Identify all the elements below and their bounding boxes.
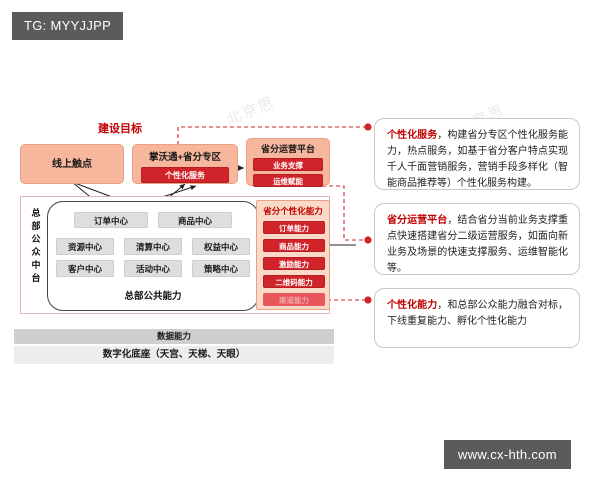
site-url-badge: www.cx-hth.com [444,440,571,469]
box-province-zone-label: 掌沃通+省分专区 [148,152,222,163]
cell-activity-center[interactable]: 活动中心 [124,260,182,277]
province-capability-panel: 省分个性化能力 订单能力 商品能力 激励能力 二维码能力 渠道能力 [256,200,330,310]
cell-resource-center[interactable]: 资源中心 [56,238,114,255]
tg-tag-badge: TG: MYYJJPP [12,12,124,40]
annotation-card-personalized-service: 个性化服务，构建省分专区个性化服务能力，热点服务，如基于省分客户特点实现千人千面… [374,118,580,190]
province-cell-product[interactable]: 商品能力 [263,239,325,252]
annotation-body: ，和总部公众能力融合对标，下线重复能力、孵化个性化能力 [387,300,569,327]
annotation-card-ops-platform: 省分运营平台，结合省分当前业务支撑重点快速搭建省分二级运营服务，如面向新业务及场… [374,203,580,275]
cell-rights-center[interactable]: 权益中心 [192,238,250,255]
province-cell-incentive[interactable]: 激励能力 [263,257,325,270]
box-ops-sub-business[interactable]: 业务支撑 [253,158,323,171]
band-data-capability: 数据能力 [14,329,334,344]
band-digital-base: 数字化底座（天宫、天梯、天眼） [14,346,334,364]
hq-caption: 总部公共能力 [124,291,182,302]
box-province-zone[interactable]: 掌沃通+省分专区 个性化服务 [132,144,238,184]
box-province-zone-sub[interactable]: 个性化服务 [141,167,229,183]
hq-capability-card: 订单中心 商品中心 资源中心 清算中心 权益中心 客户中心 活动中心 策略中心 … [47,201,259,311]
cell-strategy-center[interactable]: 策略中心 [192,260,250,277]
annotation-title: 省分运营平台 [387,215,448,226]
box-ops-sub-operations[interactable]: 运维赋能 [253,174,323,187]
annotation-title: 个性化能力 [387,300,438,311]
province-cell-channel[interactable]: 渠道能力 [263,293,325,306]
province-cell-qrcode[interactable]: 二维码能力 [263,275,325,288]
box-online-touchpoint[interactable]: 线上触点 [20,144,124,184]
cell-customer-center[interactable]: 客户中心 [56,260,114,277]
hq-side-label: 总部公众中台 [31,208,41,283]
cell-settlement-center[interactable]: 清算中心 [124,238,182,255]
architecture-block: 建设目标 线上触点 掌沃通+省分专区 个性化服务 省分运营平台 业务支撑 运维赋… [14,108,334,363]
box-ops-platform[interactable]: 省分运营平台 业务支撑 运维赋能 [246,138,330,187]
goal-label: 建设目标 [98,123,142,135]
annotation-body: ，结合省分当前业务支撑重点快速搭建省分二级运营服务，如面向新业务及场景的快速支撑… [387,215,569,274]
province-cell-order[interactable]: 订单能力 [263,221,325,234]
annotation-body: ，构建省分专区个性化服务能力，热点服务，如基于省分客户特点实现千人千面营销服务，… [387,130,569,189]
province-panel-title: 省分个性化能力 [263,206,323,216]
box-ops-platform-label: 省分运营平台 [260,144,315,154]
annotation-card-personalized-capability: 个性化能力，和总部公众能力融合对标，下线重复能力、孵化个性化能力 [374,288,580,348]
cell-product-center[interactable]: 商品中心 [158,212,232,228]
annotation-title: 个性化服务 [387,130,438,141]
cell-order-center[interactable]: 订单中心 [74,212,148,228]
box-online-touchpoint-label: 线上触点 [52,159,92,170]
